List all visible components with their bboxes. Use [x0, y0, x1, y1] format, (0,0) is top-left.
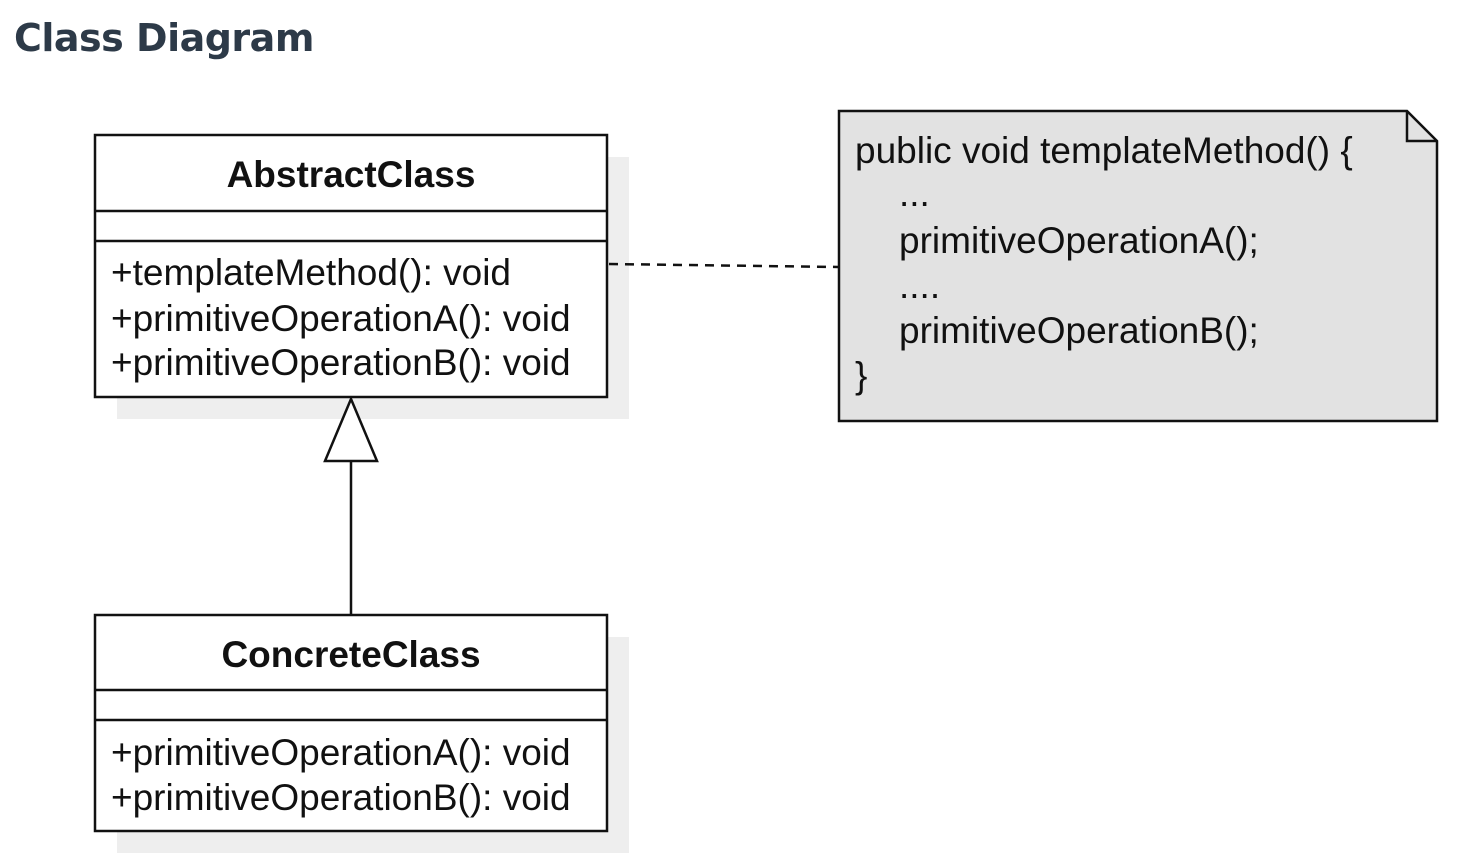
note-line: public void templateMethod() {: [855, 130, 1353, 171]
abstract-class-operation: +primitiveOperationA(): void: [111, 298, 571, 339]
page-title: Class Diagram: [14, 16, 314, 60]
abstract-class-operation: +templateMethod(): void: [111, 252, 511, 293]
abstract-class-operation: +primitiveOperationB(): void: [111, 342, 571, 383]
code-note[interactable]: public void templateMethod() { ... primi…: [837, 109, 1439, 423]
hollow-triangle-arrowhead: [323, 395, 379, 463]
generalization-arrow: [323, 395, 379, 615]
concrete-class-frame: [93, 613, 609, 833]
note-line: primitiveOperationA();: [899, 220, 1259, 261]
abstract-class-name: AbstractClass: [227, 154, 476, 195]
note-line: primitiveOperationB();: [899, 310, 1259, 351]
abstract-class-box[interactable]: AbstractClass +templateMethod(): void +p…: [93, 133, 629, 419]
note-line: ...: [899, 173, 930, 214]
concrete-class-operation: +primitiveOperationB(): void: [111, 777, 571, 818]
note-body: [837, 109, 1439, 423]
note-line: ....: [899, 265, 940, 306]
concrete-class-box[interactable]: ConcreteClass +primitiveOperationA(): vo…: [93, 613, 629, 853]
note-anchor-dashed-line: [608, 262, 839, 269]
note-folded-corner: [1405, 111, 1437, 143]
concrete-class-name: ConcreteClass: [221, 634, 480, 675]
note-line: }: [855, 355, 867, 396]
concrete-class-operation: +primitiveOperationA(): void: [111, 732, 571, 773]
